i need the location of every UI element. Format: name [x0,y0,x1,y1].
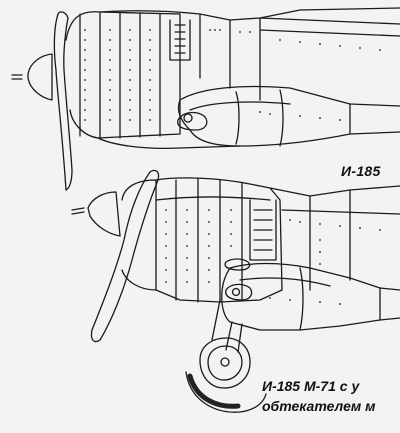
caption-top-aircraft: И-185 [341,163,381,179]
bottom-aircraft-profile [71,169,400,413]
caption-bottom-aircraft-line2: обтекателем м [262,398,376,414]
rivet-dots-bottom [165,209,381,305]
rivet-dots-top [84,29,381,121]
top-aircraft-profile [11,7,400,191]
caption-bottom-aircraft-line1: И-185 М-71 с у [262,378,360,394]
